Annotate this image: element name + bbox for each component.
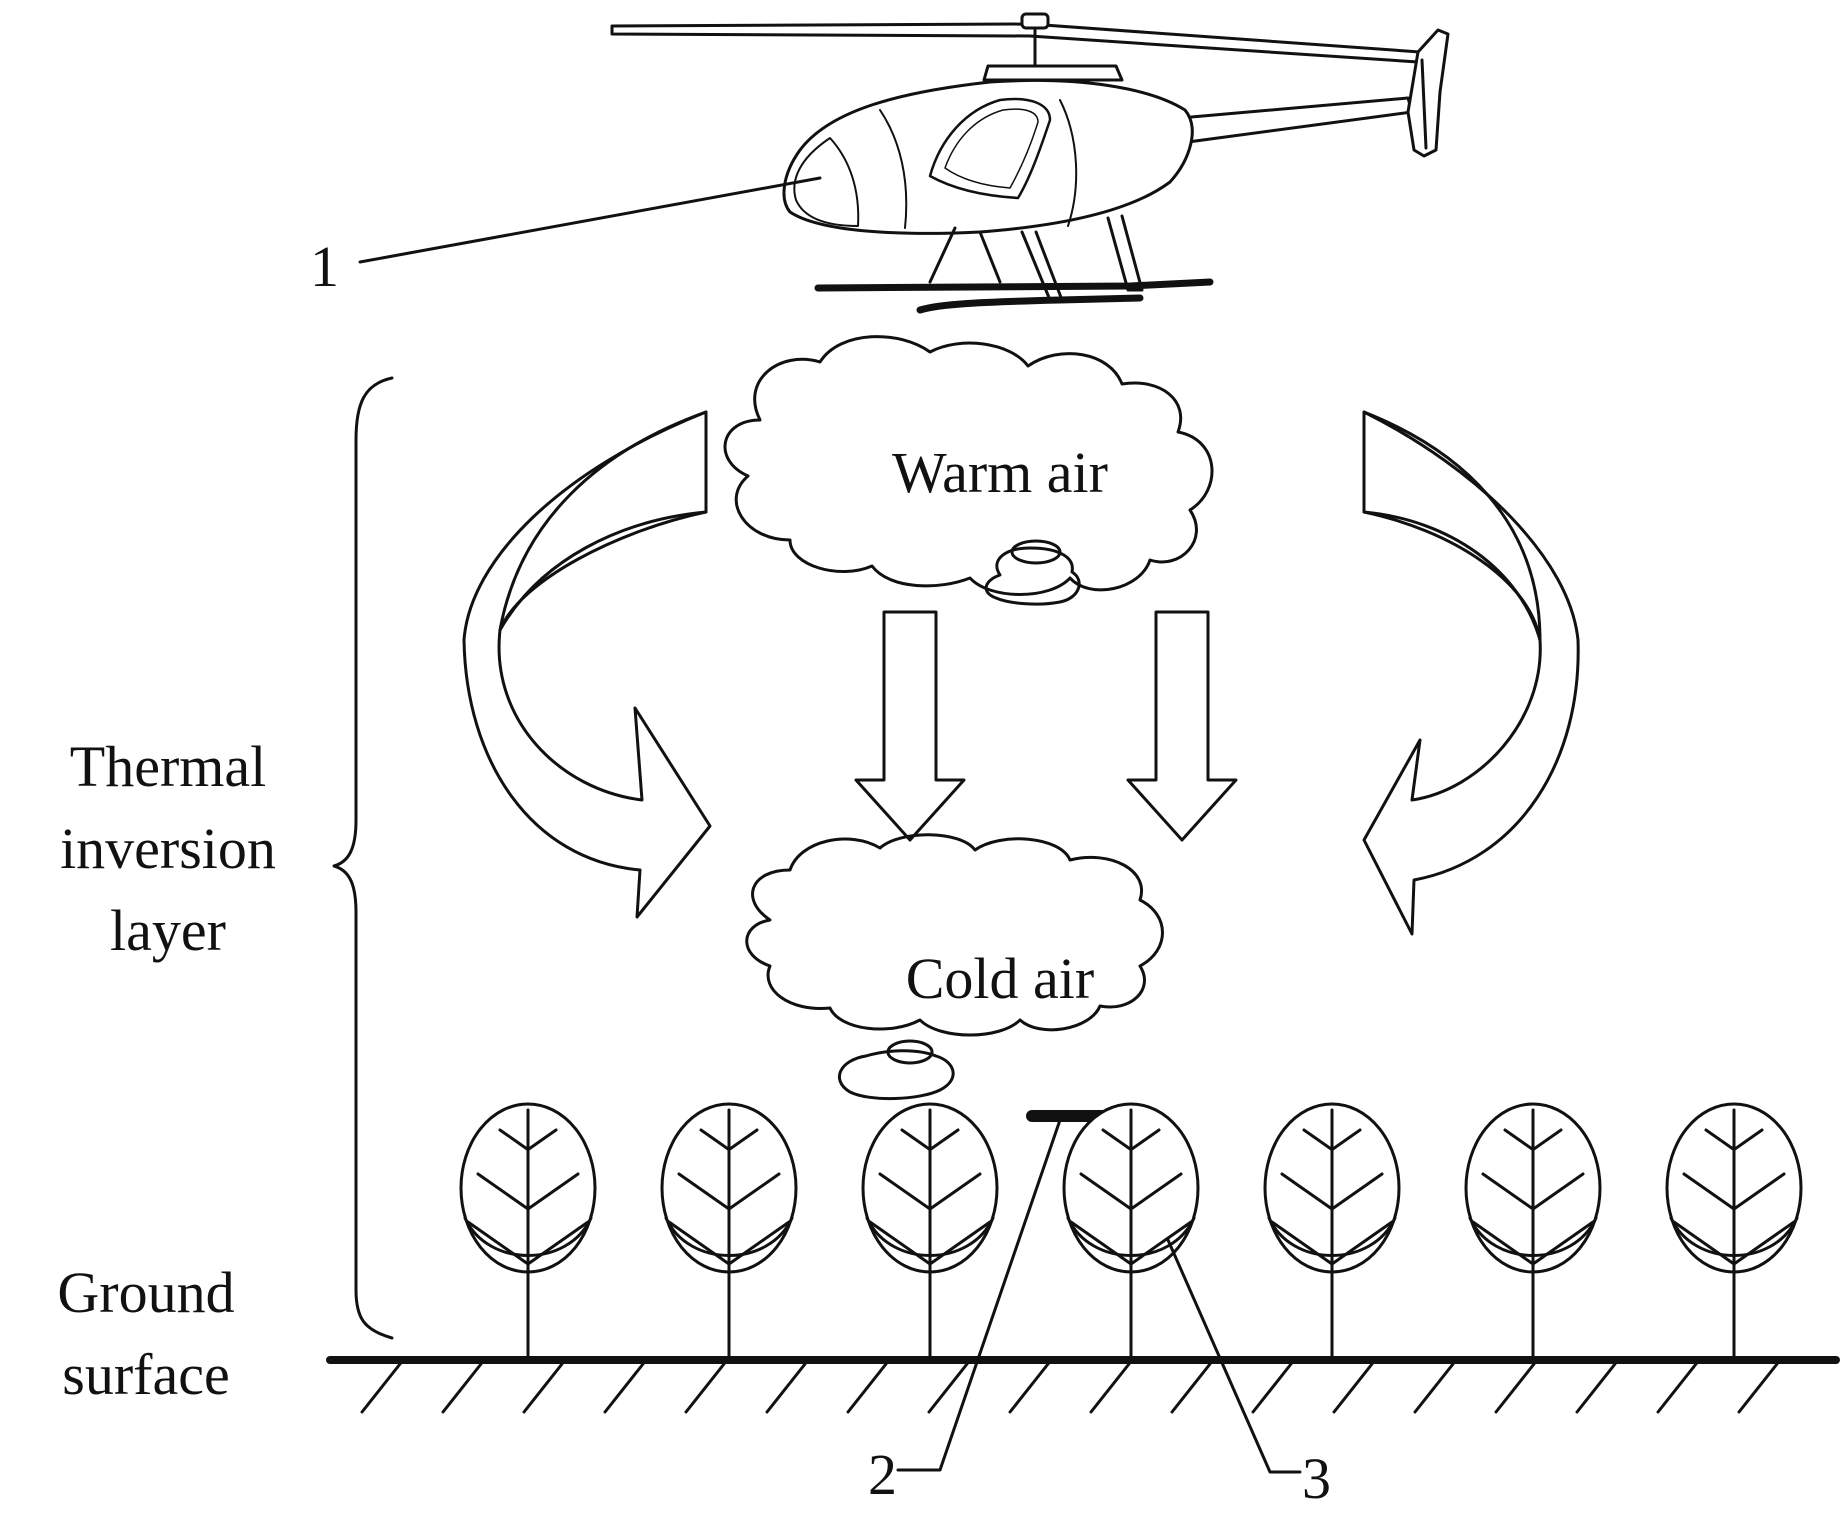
ground-hatch-mark [1494, 1362, 1536, 1414]
helicopter-main-rotor [610, 22, 1422, 64]
tree [660, 1102, 798, 1360]
ground-hatch-mark [1656, 1362, 1698, 1414]
helicopter-tail-fin [1406, 28, 1450, 158]
ground-hatch-mark [1008, 1362, 1050, 1414]
ground-hatch-mark [684, 1362, 726, 1414]
ground-surface-label-line2: surface [62, 1342, 229, 1407]
ground-hatching [360, 1362, 1779, 1414]
ground-hatch-mark [1413, 1362, 1455, 1414]
warm-air-label: Warm air [892, 440, 1108, 505]
ground-hatch-mark [927, 1362, 969, 1414]
tree-row [459, 1102, 1803, 1360]
helicopter-skid-front [814, 278, 1214, 292]
helicopter-tail-boom [1178, 96, 1414, 144]
helicopter [610, 12, 1450, 314]
ground-hatch-mark [1170, 1362, 1212, 1414]
right-arrow-shade [1362, 410, 1542, 642]
helicopter-nose-window [793, 137, 860, 227]
ground-hatch-mark [1332, 1362, 1374, 1414]
ground-hatch-mark [603, 1362, 645, 1414]
marker-helicopter: 1 [310, 234, 339, 299]
ground-hatch-mark [1251, 1362, 1293, 1414]
ground-hatch-mark [522, 1362, 564, 1414]
helicopter-skid-rear [916, 294, 1144, 314]
helicopter-rotor-hub [1020, 12, 1050, 30]
marker-tree: 3 [1302, 1446, 1331, 1511]
ground-hatch-mark [360, 1362, 402, 1414]
tree [1464, 1102, 1602, 1360]
leader-line-sensor [896, 1118, 1062, 1472]
tree [459, 1102, 597, 1360]
ground-hatch-mark [1089, 1362, 1131, 1414]
ground-hatch-mark [441, 1362, 483, 1414]
cold-air-label: Cold air [906, 946, 1094, 1011]
helicopter-door-window [928, 97, 1052, 200]
ground-hatch-mark [765, 1362, 807, 1414]
ground-hatch-mark [1575, 1362, 1617, 1414]
ground-hatch-mark [1737, 1362, 1779, 1414]
marker-sensor: 2 [868, 1442, 897, 1507]
tree [1263, 1102, 1401, 1360]
thermal-layer-label-line1: Thermal [70, 734, 266, 799]
leader-line-helicopter [358, 176, 822, 264]
down-arrow-right [1126, 610, 1238, 842]
helicopter-engine [982, 64, 1124, 82]
right-curved-arrow [1362, 410, 1580, 936]
left-curved-arrow [462, 410, 712, 919]
cold-air-cloud: Cold air [745, 833, 1164, 1100]
warm-air-cloud: Warm air [723, 335, 1214, 606]
thermal-layer-brace [332, 376, 394, 1340]
left-arrow-shade [498, 410, 708, 632]
leader-line-tree [1166, 1238, 1302, 1474]
down-arrow-left [854, 610, 966, 842]
thermal-layer-label-line2: inversion [60, 816, 276, 881]
tree [861, 1102, 999, 1360]
ground-surface-label-line1: Ground [57, 1260, 234, 1325]
helicopter-skid-struts [928, 214, 1144, 302]
tree [1062, 1102, 1200, 1360]
tree [1665, 1102, 1803, 1360]
ground-hatch-mark [846, 1362, 888, 1414]
thermal-layer-label-line3: layer [110, 898, 226, 963]
